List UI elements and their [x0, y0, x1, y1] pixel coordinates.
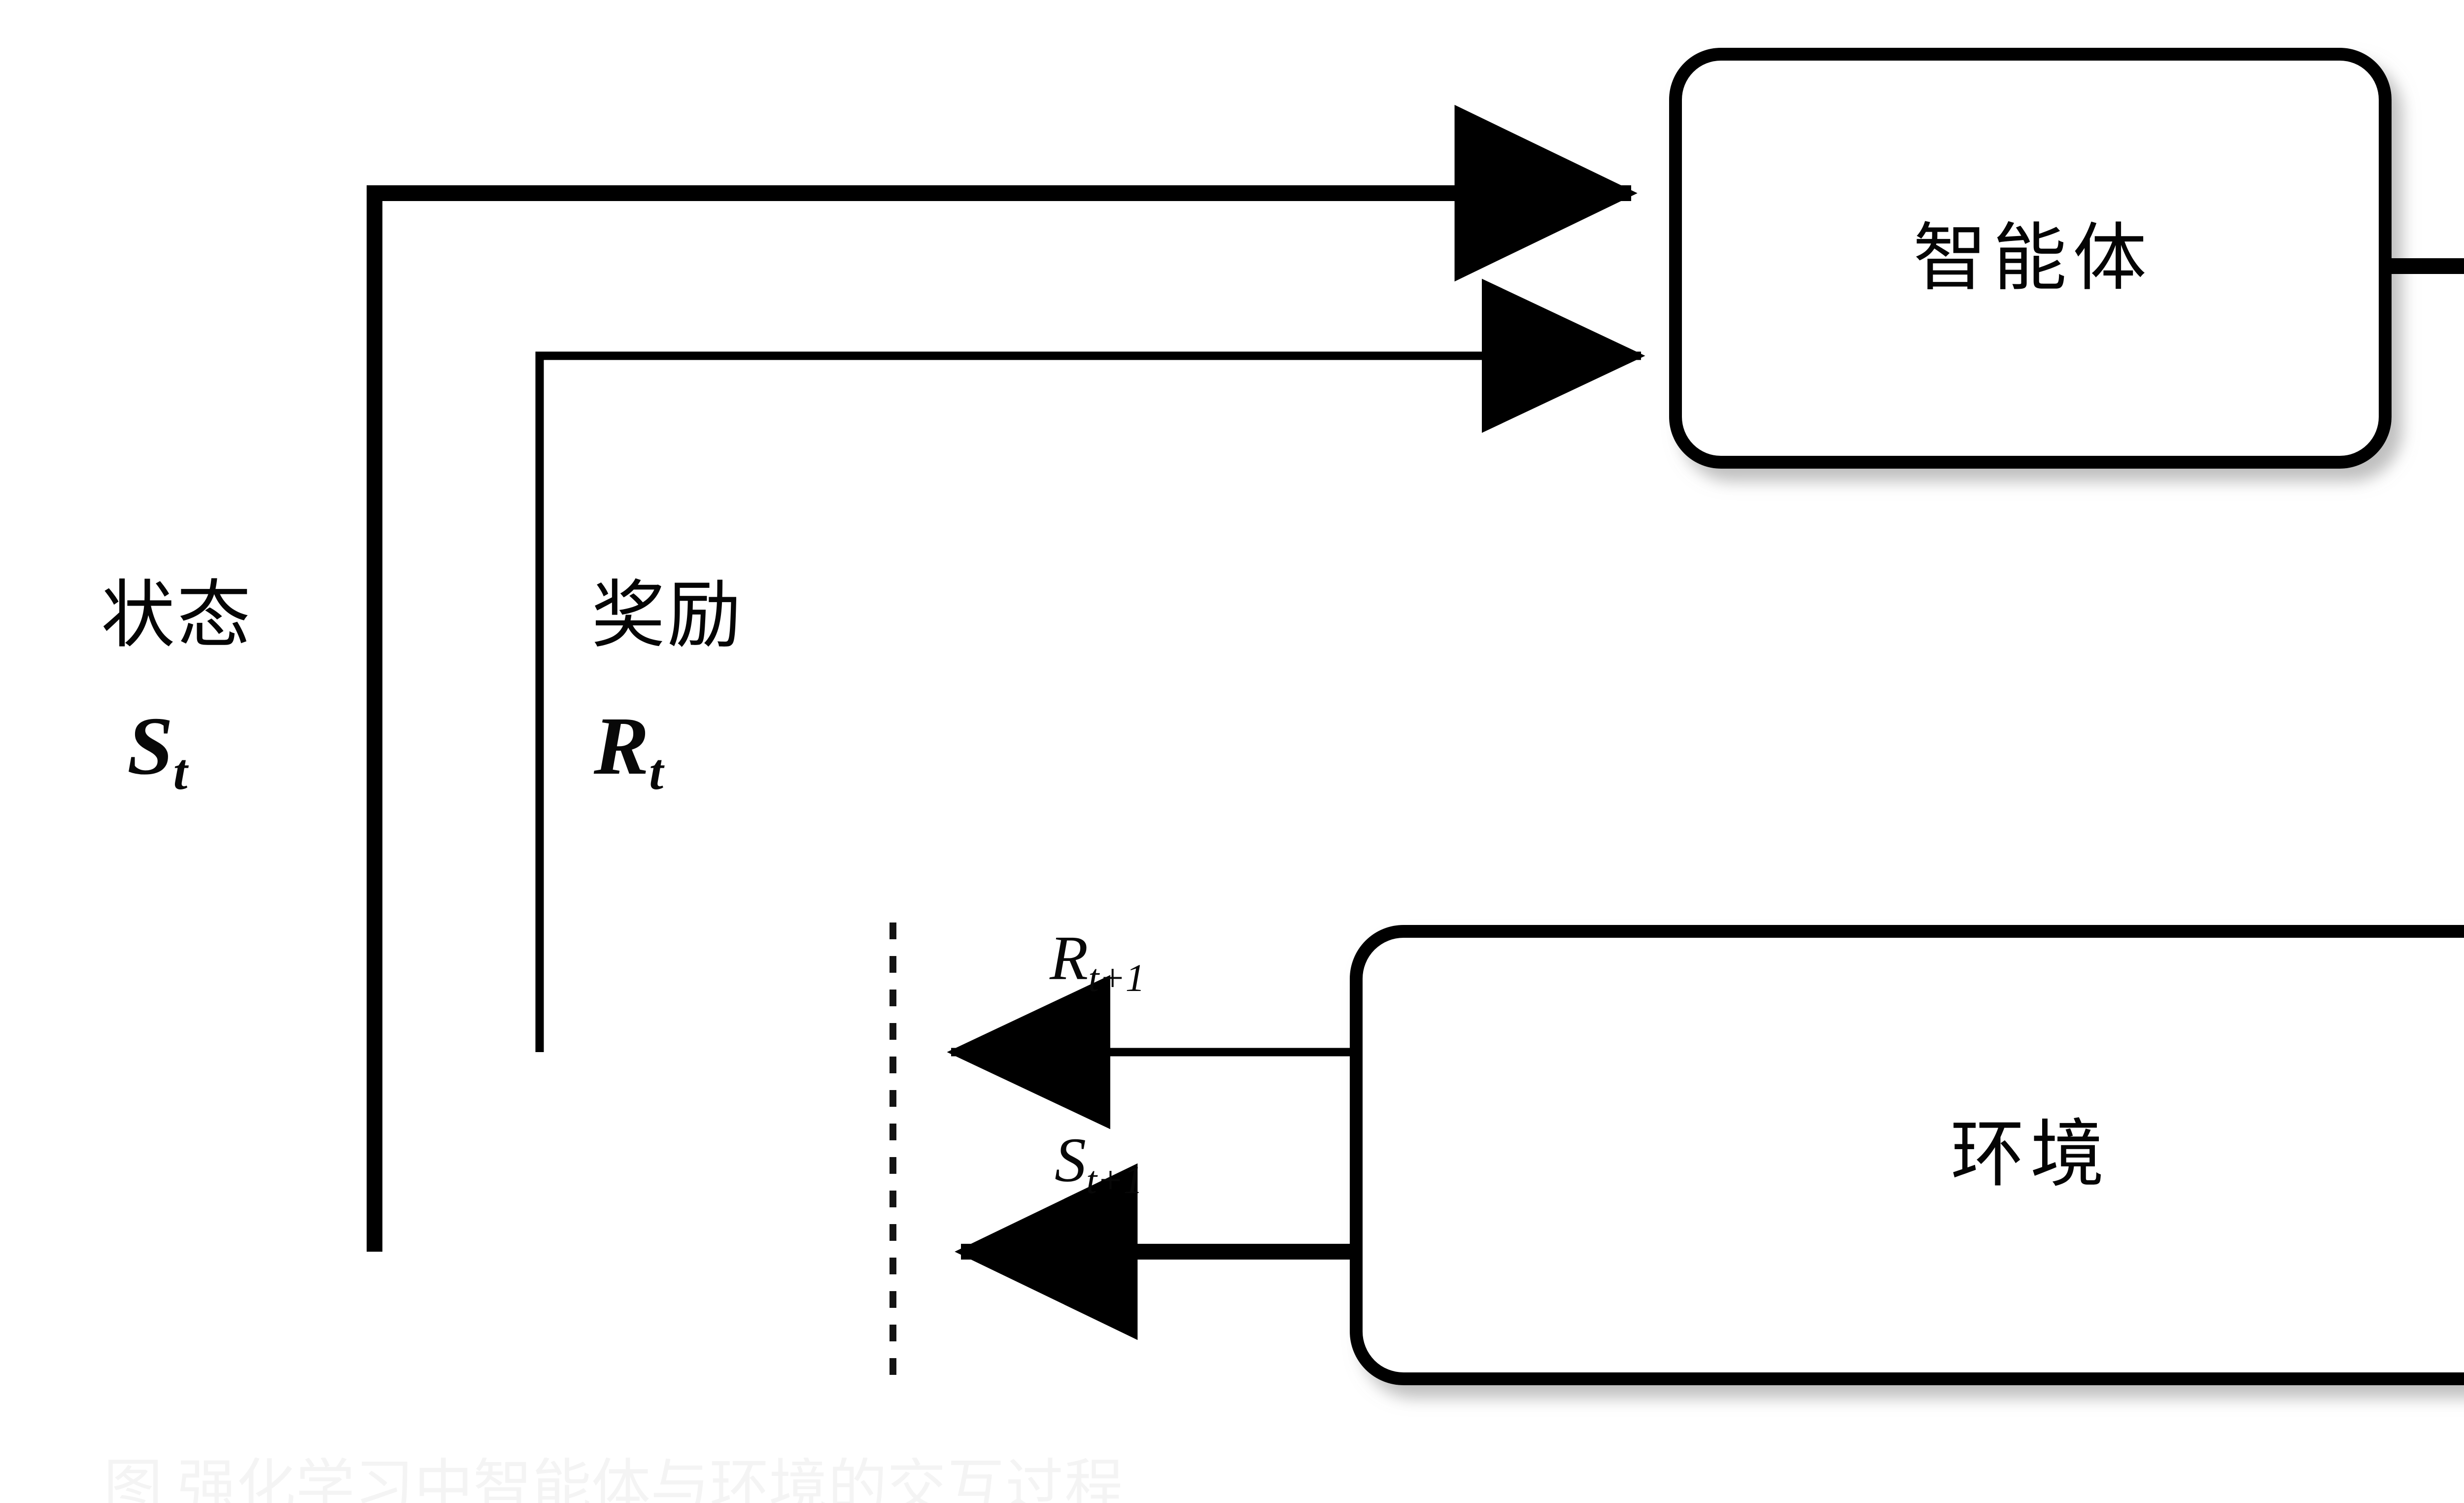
state-next-symbol-subscript: t+1 [1086, 1158, 1143, 1202]
reward-symbol-subscript: t [649, 743, 664, 801]
reward-label-cjk: 奖励 [591, 575, 744, 657]
reward-next-symbol: Rt+1 [1050, 923, 1145, 997]
node-environment[interactable] [1350, 925, 2464, 1385]
reward-next-symbol-base: R [1050, 923, 1089, 993]
reward-next-symbol-subscript: t+1 [1088, 956, 1145, 1000]
state-symbol-base: S [127, 700, 173, 792]
environment-box-label: 环境 [1950, 1114, 2110, 1196]
state-symbol: St [127, 705, 187, 797]
edge-state-to-agent [367, 104, 1638, 1252]
edge-reward-to-agent [535, 278, 1645, 1052]
reward-symbol-base: R [594, 700, 650, 792]
agent-box-label: 智能体 [1913, 218, 2153, 300]
figure-caption: 图 强化学习中智能体与环境的交互过程 [103, 1458, 1124, 1503]
reward-symbol: Rt [594, 705, 663, 797]
state-next-symbol: St+1 [1055, 1125, 1143, 1199]
state-label-cjk: 状态 [101, 575, 253, 657]
state-next-symbol-base: S [1055, 1125, 1086, 1195]
environment-box-shape[interactable] [1350, 925, 2464, 1385]
state-symbol-subscript: t [173, 743, 188, 801]
